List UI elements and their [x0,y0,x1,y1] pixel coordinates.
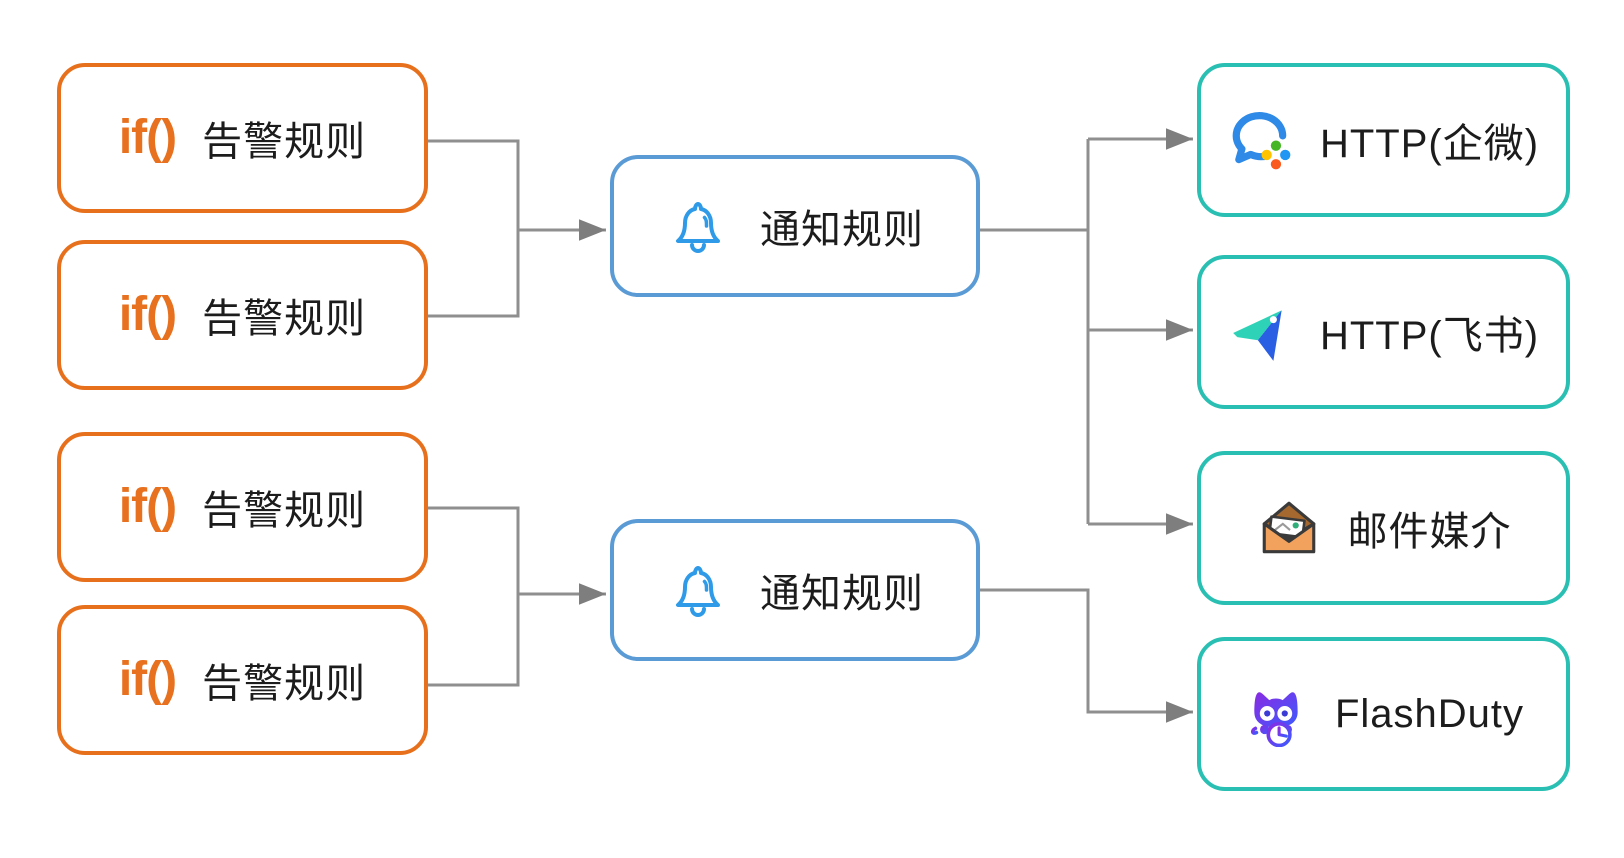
notify-rule-node-1: 通知规则 [610,155,980,297]
alert-rule-label: 告警规则 [202,297,367,341]
flashduty-icon [1243,681,1309,747]
alert-rule-label: 告警规则 [202,489,367,533]
alert-rule-node-4: if() 告警规则 [57,605,428,755]
channel-label: FlashDuty [1334,691,1525,736]
alert-rule-node-3: if() 告警规则 [57,432,428,582]
bell-icon [666,194,730,258]
alert-rule-label: 告警规则 [202,662,367,706]
if-logo: if() [118,653,177,706]
channel-label: HTTP(企微) [1319,122,1540,166]
if-logo: if() [118,111,177,164]
channel-node-feishu: HTTP(飞书) [1197,255,1570,409]
notify-rule-label: 通知规则 [760,572,924,616]
alert-rule-label: 告警规则 [202,120,367,164]
feishu-icon [1228,299,1294,365]
alert-rule-node-2: if() 告警规则 [57,240,428,390]
bell-icon [666,558,730,622]
wecom-icon [1228,107,1294,173]
channel-label: HTTP(飞书) [1319,314,1540,358]
channel-node-wecom: HTTP(企微) [1197,63,1570,217]
if-logo: if() [118,480,177,533]
channel-label: 邮件媒介 [1347,510,1512,554]
if-logo: if() [118,288,177,341]
alert-rule-node-1: if() 告警规则 [57,63,428,213]
email-icon [1256,495,1322,561]
channel-node-email: 邮件媒介 [1197,451,1570,605]
channel-node-flashduty: FlashDuty [1197,637,1570,791]
notify-rule-node-2: 通知规则 [610,519,980,661]
notify-rule-label: 通知规则 [760,208,924,252]
